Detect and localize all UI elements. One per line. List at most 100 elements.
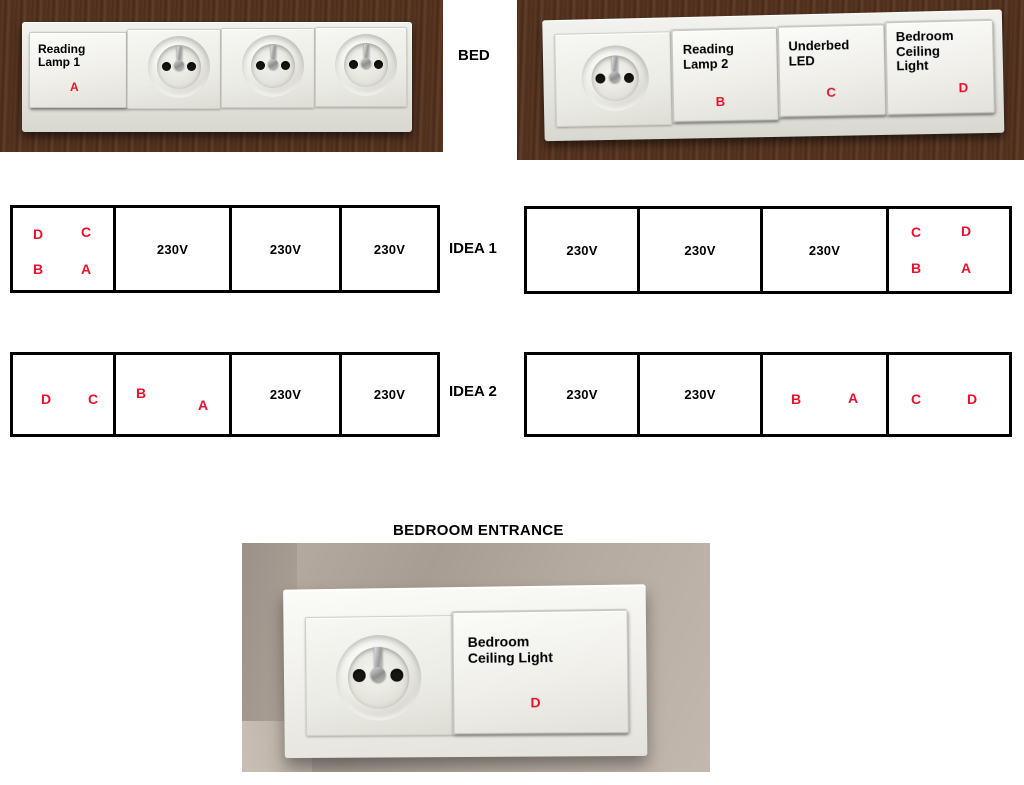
letter-b: B [911, 260, 922, 276]
rocker-underbed-led[interactable]: Underbed LED C [777, 24, 887, 117]
diagram-cell-socket[interactable]: 230V [232, 355, 342, 434]
power-socket-1 [148, 36, 210, 98]
socket-module-3[interactable] [315, 27, 407, 107]
letter-c: C [911, 224, 922, 240]
rocker-reading-lamp-2[interactable]: Reading Lamp 2 B [671, 27, 779, 122]
diagram-idea1-left: D C B A 230V 230V 230V [10, 205, 440, 293]
socket-voltage-label: 230V [156, 241, 189, 257]
photo-bedroom-entrance-panel: Bedroom Ceiling Light D [242, 543, 710, 772]
diagram-cell-socket[interactable]: 230V [763, 209, 889, 291]
switch-label-bedroom-ceiling-light: Bedroom Ceiling Light [896, 28, 993, 74]
letter-a: A [961, 260, 972, 276]
switch-label-line-2: LED [788, 52, 815, 69]
socket-hole-entrance-l [352, 669, 366, 683]
letter-c: C [81, 224, 92, 240]
letter-c: C [911, 391, 922, 407]
socket-hole-1l [162, 62, 171, 71]
socket-module-entrance[interactable] [304, 615, 455, 737]
letter-d: D [41, 391, 52, 407]
switch-label-line-3: Light [896, 57, 929, 74]
switch-label-line-2: Lamp 2 [682, 55, 729, 72]
diagram-idea2-right: 230V 230V B A C D [524, 352, 1012, 437]
socket-earth-cap-3 [361, 58, 371, 68]
socket-earth-pin-4 [611, 56, 618, 72]
photo-bed-left-panel: Reading Lamp 1 A [0, 0, 443, 152]
switch-letter-c: C [826, 84, 837, 100]
socket-hole-1r [187, 62, 196, 71]
socket-hole-3l [349, 60, 358, 69]
letter-group: C D B A [889, 209, 1009, 291]
letter-group: B A [116, 355, 229, 434]
switch-module-reading-lamp-1[interactable]: Reading Lamp 1 A [29, 32, 127, 108]
switch-letter-b: B [715, 93, 726, 110]
diagram-cell-socket[interactable]: 230V [342, 208, 437, 290]
socket-voltage-label: 230V [566, 387, 598, 402]
switch-label-entrance-ceiling-light: Bedroom Ceiling Light [468, 633, 627, 666]
letter-a: A [848, 390, 859, 406]
power-socket-entrance [335, 634, 422, 722]
diagram-idea2-left: D C B A 230V 230V [10, 352, 440, 437]
switch-module-reading-lamp-2[interactable]: Reading Lamp 2 B [670, 26, 779, 123]
socket-voltage-label: 230V [269, 387, 302, 402]
diagram-cell-letters[interactable]: B A [116, 355, 232, 434]
socket-voltage-label: 230V [269, 241, 302, 257]
socket-module-4[interactable] [554, 31, 673, 128]
letter-group: B A [763, 355, 886, 434]
wall-plate-bed-right: Reading Lamp 2 B Underbed LED C Bedroom [542, 9, 1005, 142]
socket-hole-2r [281, 61, 290, 70]
diagram-cell-letters[interactable]: D C [13, 355, 116, 434]
power-socket-4 [581, 44, 650, 112]
switch-letter-d: D [958, 79, 969, 96]
socket-earth-pin-entrance [374, 646, 383, 668]
switch-label-line-2: Ceiling Light [467, 648, 553, 666]
socket-voltage-label: 230V [684, 387, 716, 402]
switch-module-underbed-led[interactable]: Underbed LED C [776, 23, 887, 118]
switch-module-bedroom-ceiling-light[interactable]: Bedroom Ceiling Light D [884, 18, 995, 116]
power-socket-3 [335, 34, 397, 96]
caption-idea-2: IDEA 2 [449, 383, 497, 400]
letter-d: D [967, 391, 978, 407]
wall-plate-entrance: Bedroom Ceiling Light D [283, 584, 648, 759]
diagram-cell-socket[interactable]: 230V [342, 355, 437, 434]
socket-earth-cap-1 [174, 60, 184, 70]
switch-label-reading-lamp-1: Reading Lamp 1 [38, 42, 126, 70]
socket-hole-3r [374, 60, 383, 69]
socket-earth-pin-1 [177, 46, 182, 60]
caption-bedroom-entrance: BEDROOM ENTRANCE [393, 522, 564, 539]
photo-bed-right-panel: Reading Lamp 2 B Underbed LED C Bedroom [517, 0, 1024, 160]
letter-a: A [81, 261, 92, 277]
wall-plate-bed-left: Reading Lamp 1 A [22, 22, 412, 132]
switch-letter-a: A [70, 80, 79, 94]
switch-label-underbed-led: Underbed LED [788, 37, 884, 68]
diagram-idea1-right: 230V 230V 230V C D B A [524, 206, 1012, 294]
diagram-cell-socket[interactable]: 230V [232, 208, 342, 290]
socket-module-2[interactable] [221, 28, 315, 108]
switch-module-entrance-ceiling-light[interactable]: Bedroom Ceiling Light D [451, 608, 629, 736]
diagram-cell-letters[interactable]: B A [763, 355, 889, 434]
caption-bed: BED [458, 47, 490, 64]
rocker-entrance-ceiling-light[interactable]: Bedroom Ceiling Light D [452, 609, 629, 735]
letter-b: B [791, 391, 802, 407]
rocker-bedroom-ceiling-light[interactable]: Bedroom Ceiling Light D [885, 19, 995, 115]
diagram-cell-letters[interactable]: D C B A [13, 208, 116, 290]
diagram-cell-socket[interactable]: 230V [527, 355, 640, 434]
letter-c: C [88, 391, 99, 407]
diagram-cell-socket[interactable]: 230V [640, 209, 763, 291]
socket-module-1[interactable] [127, 29, 221, 109]
diagram-cell-socket[interactable]: 230V [116, 208, 232, 290]
socket-voltage-label: 230V [684, 242, 716, 258]
diagram-cell-letters[interactable]: C D B A [889, 209, 1009, 291]
diagram-cell-letters[interactable]: C D [889, 355, 1009, 434]
rocker-reading-lamp-1[interactable]: Reading Lamp 1 A [29, 32, 127, 108]
diagram-cell-socket[interactable]: 230V [527, 209, 640, 291]
socket-voltage-label: 230V [566, 242, 598, 258]
socket-hole-2l [256, 61, 265, 70]
letter-group: D C B A [13, 208, 113, 290]
caption-idea-1: IDEA 1 [449, 240, 497, 257]
socket-earth-cap-entrance [370, 666, 386, 682]
letter-d: D [33, 226, 44, 242]
letter-a: A [198, 397, 209, 413]
diagram-cell-socket[interactable]: 230V [640, 355, 763, 434]
switch-label-line-2: Lamp 1 [38, 55, 81, 70]
letter-b: B [136, 385, 147, 401]
